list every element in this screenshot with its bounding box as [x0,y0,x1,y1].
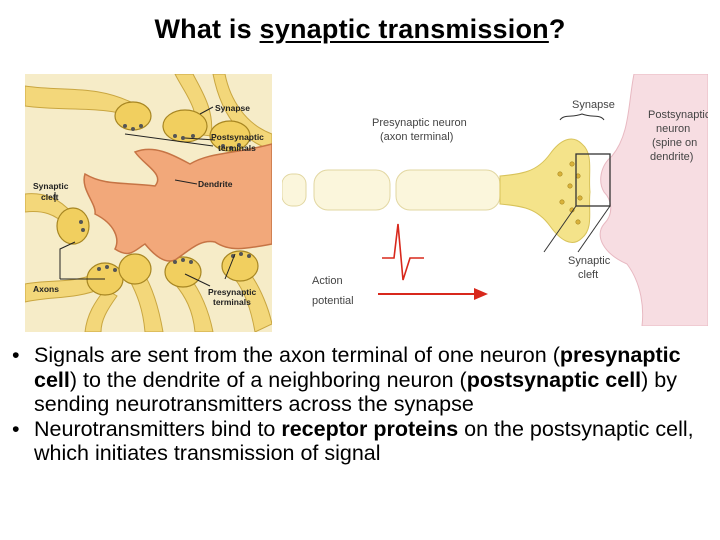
bullet-bold-text: postsynaptic cell [466,367,642,392]
label-right-postsynaptic-4: dendrite) [650,151,693,163]
bullet-item: • Neurotransmitters bind to receptor pro… [12,417,716,466]
bullet-marker: • [12,343,20,367]
bullet-text: ) by sending neurotransmitters across th… [34,367,677,417]
label-right-postsynaptic-1: Postsynaptic [648,109,708,121]
title-prefix: What is [154,14,260,44]
label-right-postsynaptic-2: neuron [656,123,690,135]
title-suffix: ? [548,14,566,44]
label-right-presynaptic-1: Presynaptic neuron [372,117,467,129]
bullet-list: • Signals are sent from the axon termina… [12,343,716,466]
bullet-text: on the postsynaptic cell, which initiate… [34,416,694,466]
synapse-diagram-right: Synapse Presynaptic neuron (axon termina… [282,74,708,326]
label-postsynaptic-2: terminals [218,143,256,153]
label-right-cleft-2: cleft [578,269,598,281]
synapse-diagram-left: Synapse Postsynaptic terminals Dendrite … [25,74,272,332]
label-right-action-2: potential [312,295,354,307]
bullet-text: Neurotransmitters bind to [34,416,282,441]
bullet-text: Signals are sent from the axon terminal … [34,343,560,367]
label-axons: Axons [33,284,59,294]
label-synaptic-cleft-1: Synaptic [33,181,69,191]
bullet-bold-text: receptor proteins [281,416,459,441]
label-right-cleft-1: Synaptic [568,255,611,267]
label-postsynaptic-1: Postsynaptic [211,132,264,142]
label-right-presynaptic-2: (axon terminal) [380,131,453,143]
label-right-action-1: Action [312,275,343,287]
label-dendrite: Dendrite [198,179,233,189]
label-synaptic-cleft-2: cleft [41,192,59,202]
bullet-bold-text: presynaptic cell [34,343,681,392]
bullet-marker: • [12,416,20,441]
label-right-synapse: Synapse [572,99,615,111]
bullet-text: ) to the dendrite of a neighboring neuro… [69,367,467,392]
slide-title: What is synaptic transmission? [0,14,720,45]
title-underlined: synaptic transmission [259,14,549,44]
label-right-postsynaptic-3: (spine on [652,137,697,149]
label-presynaptic-1: Presynaptic [208,287,256,297]
label-synapse: Synapse [215,103,250,113]
label-presynaptic-2: terminals [213,297,251,307]
bullet-item: • Signals are sent from the axon termina… [12,343,716,417]
